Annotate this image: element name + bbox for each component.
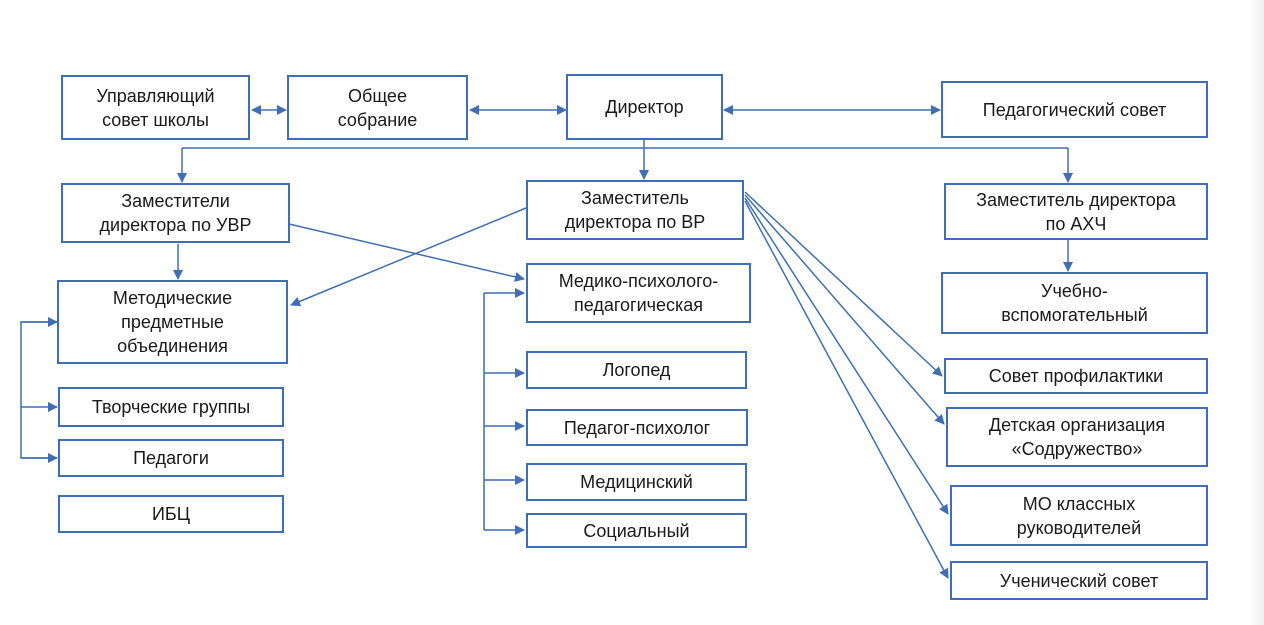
link-uvr-mpp	[288, 223, 525, 282]
node-social: Социальный	[526, 513, 747, 548]
node-methodical-associations: Методические предметные объединения	[57, 280, 288, 364]
link-vr-prevention	[744, 191, 943, 377]
node-psychologist: Педагог-психолог	[526, 409, 748, 446]
node-managing-council: Управляющий совет школы	[61, 75, 250, 140]
node-creative-groups: Творческие группы	[58, 387, 284, 427]
node-medical: Медицинский	[526, 463, 747, 501]
node-support-staff: Учебно- вспомогательный	[941, 272, 1208, 334]
node-general-meeting: Общее собрание	[287, 75, 468, 140]
link-left-bracket	[20, 321, 57, 459]
node-director: Директор	[566, 74, 723, 140]
page-edge-shadow	[1249, 0, 1264, 625]
node-children-organization: Детская организация «Содружество»	[946, 407, 1208, 467]
node-speech-therapist: Логопед	[526, 351, 747, 389]
node-deputy-ahch: Заместитель директора по АХЧ	[944, 183, 1208, 240]
node-mpp-service: Медико-психолого- педагогическая	[526, 263, 751, 323]
node-deputy-uvr: Заместители директора по УВР	[61, 183, 290, 243]
link-vr-methodical	[290, 207, 527, 307]
node-student-council: Ученический совет	[950, 561, 1208, 600]
node-mo-class-teachers: МО классных руководителей	[950, 485, 1208, 546]
link-vr-mo	[744, 197, 949, 515]
node-pedagogical-council: Педагогический совет	[941, 81, 1208, 138]
link-vr-students	[744, 200, 949, 579]
node-prevention-council: Совет профилактики	[944, 358, 1208, 394]
link-vr-children	[744, 194, 945, 425]
node-deputy-vr: Заместитель директора по ВР	[526, 180, 744, 240]
node-ibc: ИБЦ	[58, 495, 284, 533]
node-teachers: Педагоги	[58, 439, 284, 477]
